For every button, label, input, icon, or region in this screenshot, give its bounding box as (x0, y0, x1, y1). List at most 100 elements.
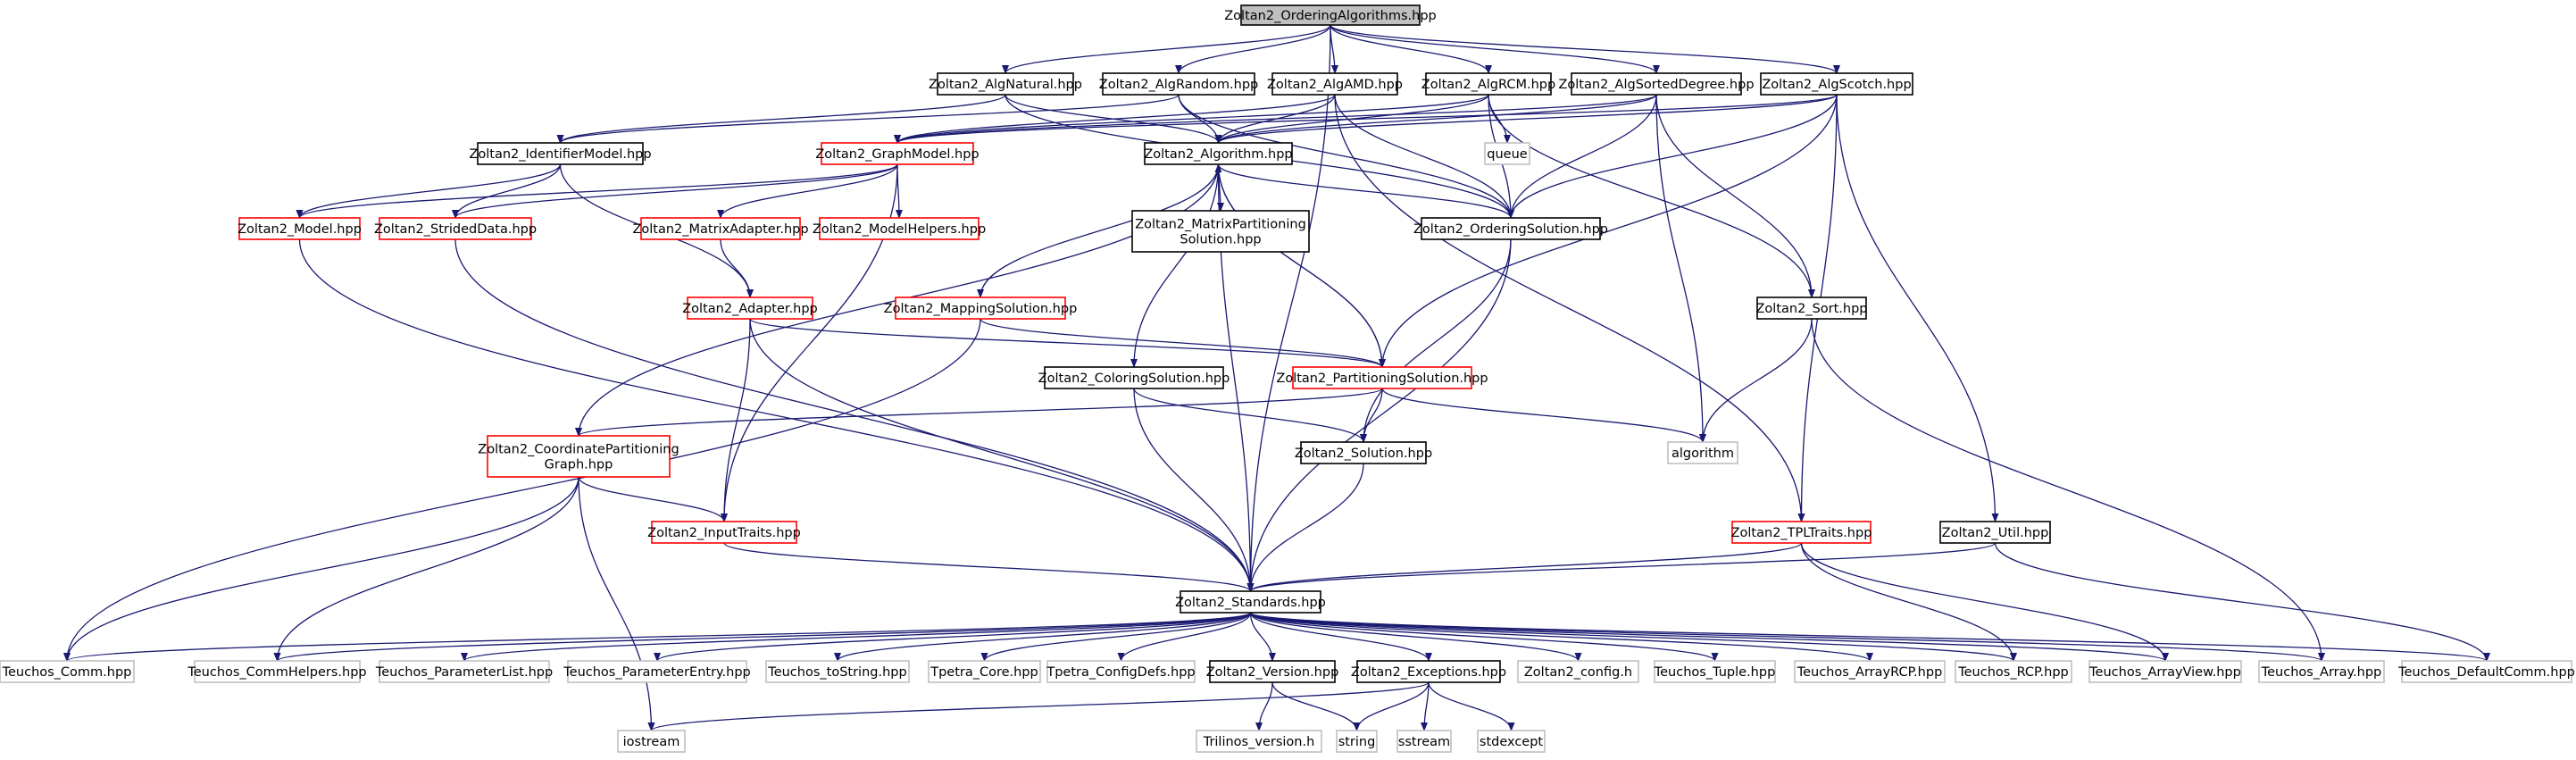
node-modelhelpers[interactable]: Zoltan2_ModelHelpers.hpp (813, 217, 986, 240)
node-label: Teuchos_CommHelpers.hpp (187, 665, 366, 680)
node-box (1571, 72, 1742, 96)
edge-algrcm-to-graphmodel (894, 94, 1489, 144)
edge-mappingsolution-to-teuchos-comm (63, 318, 981, 662)
node-model[interactable]: Zoltan2_Model.hpp (238, 217, 362, 240)
node-algorithm[interactable]: Zoltan2_Algorithm.hpp (1144, 142, 1293, 165)
node-box (1756, 296, 1867, 320)
node-tpetra-configdefs[interactable]: Tpetra_ConfigDefs.hpp (1046, 660, 1196, 683)
node-label: Zoltan2_StridedData.hpp (374, 222, 537, 237)
node-partitioningsolution[interactable]: Zoltan2_PartitioningSolution.hpp (1276, 366, 1488, 389)
node-box (1044, 366, 1224, 389)
node-util[interactable]: Zoltan2_Util.hpp (1939, 521, 2051, 544)
node-tpetra-core[interactable]: Tpetra_Core.hpp (928, 660, 1041, 683)
edge-standards-to-tpetra-core (980, 612, 1252, 662)
edge-version-to-string (1271, 681, 1361, 731)
node-box (1794, 660, 1946, 683)
node-algrandom[interactable]: Zoltan2_AlgRandom.hpp (1099, 72, 1258, 96)
node-box (765, 660, 910, 683)
node-graphmodel[interactable]: Zoltan2_GraphModel.hpp (815, 142, 980, 165)
node-matrixadapter[interactable]: Zoltan2_MatrixAdapter.hpp (632, 217, 809, 240)
edge-standards-to-teuchos-arrayview (1249, 612, 2169, 662)
node-inputtraits[interactable]: Zoltan2_InputTraits.hpp (647, 521, 801, 544)
node-trilinos-version[interactable]: Trilinos_version.h (1196, 730, 1322, 753)
node-algsorteddegree[interactable]: Zoltan2_AlgSortedDegree.hpp (1558, 72, 1755, 96)
node-algscotch[interactable]: Zoltan2_AlgScotch.hpp (1760, 72, 1913, 96)
node-exceptions[interactable]: Zoltan2_Exceptions.hpp (1351, 660, 1506, 683)
node-string[interactable]: string (1336, 730, 1378, 753)
node-box (1209, 660, 1336, 683)
node-teuchos-paramentry[interactable]: Teuchos_ParameterEntry.hpp (563, 660, 751, 683)
edge-root-to-algnatural (1002, 24, 1331, 74)
node-box (819, 217, 980, 240)
edge-exceptions-to-sstream (1421, 681, 1430, 731)
node-config[interactable]: Zoltan2_config.h (1517, 660, 1639, 683)
node-sstream[interactable]: sstream (1396, 730, 1452, 753)
node-tpltraits[interactable]: Zoltan2_TPLTraits.hpp (1731, 521, 1872, 544)
node-label: Zoltan2_Version.hpp (1206, 665, 1339, 680)
edge-partitioningsolution-to-algorithmhdr (1381, 388, 1706, 443)
node-box (687, 296, 813, 320)
node-algorithmhdr[interactable]: algorithm (1667, 441, 1738, 464)
node-stdexcept[interactable]: stdexcept (1477, 730, 1546, 753)
node-sort[interactable]: Zoltan2_Sort.hpp (1756, 296, 1868, 320)
node-orderingsolution[interactable]: Zoltan2_OrderingSolution.hpp (1413, 217, 1608, 240)
edge-coordpartgraph-to-iostream (578, 476, 655, 731)
node-algnatural[interactable]: Zoltan2_AlgNatural.hpp (929, 72, 1082, 96)
node-label: Tpetra_ConfigDefs.hpp (1046, 665, 1195, 680)
node-label: Zoltan2_ModelHelpers.hpp (813, 222, 986, 237)
node-teuchos-defaultcomm[interactable]: Teuchos_DefaultComm.hpp (2397, 660, 2575, 683)
node-root[interactable]: Zoltan2_OrderingAlgorithms.hpp (1224, 4, 1437, 26)
node-queue[interactable]: queue (1484, 142, 1530, 165)
node-version[interactable]: Zoltan2_Version.hpp (1206, 660, 1339, 683)
node-teuchos-paramlist[interactable]: Teuchos_ParameterList.hpp (375, 660, 553, 683)
node-standards[interactable]: Zoltan2_Standards.hpp (1175, 590, 1326, 614)
edge-standards-to-teuchos-tuple (1249, 612, 1719, 662)
node-algamd[interactable]: Zoltan2_AlgAMD.hpp (1267, 72, 1403, 96)
node-teuchos-array[interactable]: Teuchos_Array.hpp (2258, 660, 2385, 683)
node-solution[interactable]: Zoltan2_Solution.hpp (1295, 441, 1432, 464)
edge-algrandom-to-orderingsolution (1178, 94, 1514, 219)
node-teuchos-rcp[interactable]: Teuchos_RCP.hpp (1955, 660, 2072, 683)
node-box (1396, 730, 1452, 753)
node-iostream[interactable]: iostream (617, 730, 686, 753)
edge-root-to-algscotch (1330, 24, 1840, 74)
edge-orderingsolution-to-standards (1246, 238, 1512, 592)
node-label: Zoltan2_AlgScotch.hpp (1762, 78, 1911, 92)
node-teuchos-comm[interactable]: Teuchos_Comm.hpp (0, 660, 135, 683)
node-box (487, 435, 671, 478)
node-box (567, 660, 747, 683)
node-box (0, 660, 135, 683)
edge-util-to-teuchos-defaultcomm (1994, 542, 2490, 662)
node-label: Teuchos_DefaultComm.hpp (2397, 665, 2575, 680)
node-box (1477, 730, 1546, 753)
node-teuchos-arrayview[interactable]: Teuchos_ArrayView.hpp (2088, 660, 2242, 683)
node-identifiermodel[interactable]: Zoltan2_IdentifierModel.hpp (469, 142, 652, 165)
edge-adapter-to-inputtraits (721, 318, 751, 522)
edge-root-to-standards (1246, 24, 1331, 592)
edge-partitioningsolution-to-solution (1360, 388, 1383, 443)
edge-tpltraits-to-teuchos-arrayview (1800, 542, 2169, 662)
edge-matrixadapter-to-adapter (720, 238, 754, 298)
node-box (1760, 72, 1913, 96)
edge-algrandom-to-identifiermodel (556, 94, 1180, 144)
edge-algscotch-to-algorithm (1214, 94, 1838, 144)
node-label: string (1338, 735, 1376, 749)
node-label: Teuchos_ArrayRCP.hpp (1797, 665, 1943, 680)
node-label: Graph.hpp (545, 458, 613, 472)
node-label: Teuchos_Tuple.hpp (1654, 665, 1776, 680)
node-teuchos-tuple[interactable]: Teuchos_Tuple.hpp (1654, 660, 1776, 683)
node-coloringsolution[interactable]: Zoltan2_ColoringSolution.hpp (1038, 366, 1230, 389)
node-label: Zoltan2_AlgRCM.hpp (1421, 78, 1555, 92)
node-label: Zoltan2_AlgSortedDegree.hpp (1558, 78, 1754, 92)
node-teuchos-tostring[interactable]: Teuchos_toString.hpp (765, 660, 910, 683)
edge-coloringsolution-to-standards (1133, 388, 1255, 592)
node-label: Tpetra_Core.hpp (930, 665, 1038, 680)
node-strideddata[interactable]: Zoltan2_StridedData.hpp (374, 217, 537, 240)
node-algrcm[interactable]: Zoltan2_AlgRCM.hpp (1421, 72, 1555, 96)
node-mappingsolution[interactable]: Zoltan2_MappingSolution.hpp (884, 296, 1078, 320)
node-teuchos-commhelpers[interactable]: Teuchos_CommHelpers.hpp (187, 660, 367, 683)
node-adapter[interactable]: Zoltan2_Adapter.hpp (682, 296, 818, 320)
node-teuchos-arrayrcp[interactable]: Teuchos_ArrayRCP.hpp (1794, 660, 1946, 683)
